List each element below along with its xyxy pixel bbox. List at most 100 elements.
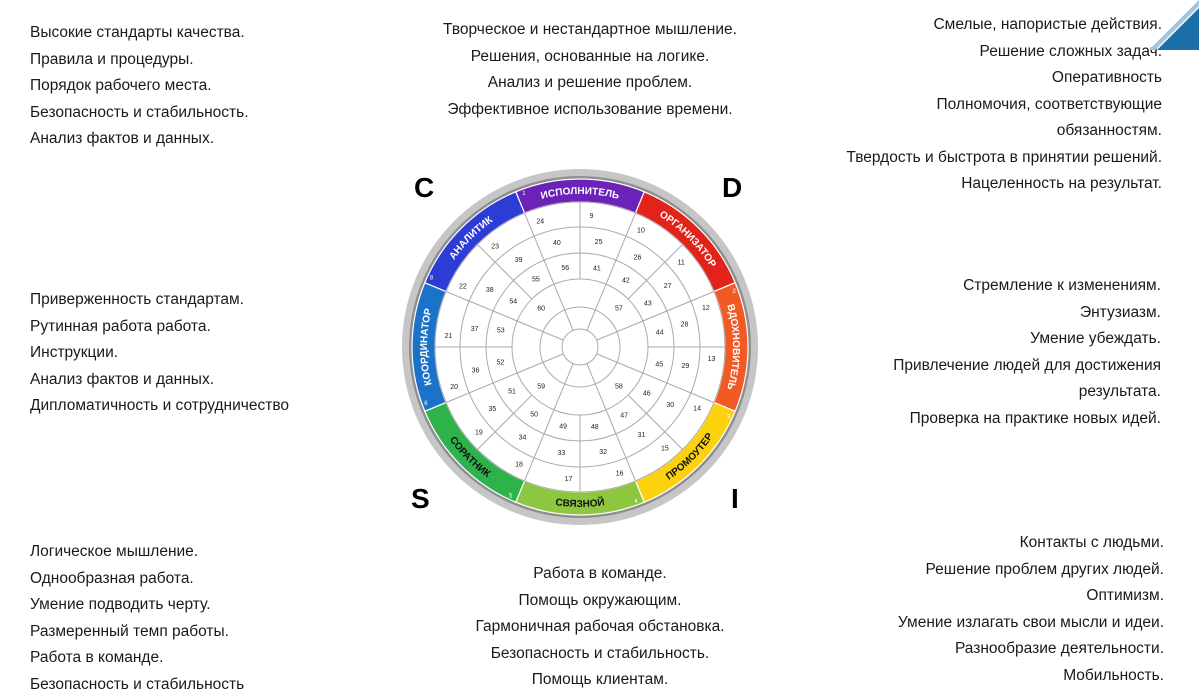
text-line: Эффективное использование времени. xyxy=(415,97,765,124)
text-line: Инструкции. xyxy=(30,340,289,367)
text-line: результата. xyxy=(893,379,1161,406)
number-ring-outer: 24 xyxy=(536,219,544,226)
text-line: Энтузиазм. xyxy=(893,300,1161,327)
number-ring-2: 28 xyxy=(681,321,689,328)
number-ring-outer: 23 xyxy=(491,243,499,250)
number-ring-outer: 10 xyxy=(637,227,645,234)
number-ring-3: 55 xyxy=(532,277,540,284)
number-ring-2: 25 xyxy=(595,239,603,246)
text-line: Твердость и быстрота в принятии решений. xyxy=(846,145,1162,172)
number-ring-2: 26 xyxy=(634,254,642,261)
number-ring-2: 33 xyxy=(558,450,566,457)
number-ring-2: 29 xyxy=(681,363,689,370)
text-line: Нацеленность на результат. xyxy=(846,171,1162,198)
text-line: Порядок рабочего места. xyxy=(30,73,249,100)
number-ring-inner: 59 xyxy=(537,383,545,390)
number-ring-outer: 18 xyxy=(515,462,523,469)
text-line: Размеренный темп работы. xyxy=(30,619,244,646)
number-ring-outer: 21 xyxy=(445,333,453,340)
number-ring-3: 56 xyxy=(561,265,569,272)
number-ring-3: 51 xyxy=(508,389,516,396)
number-ring-3: 42 xyxy=(622,278,630,285)
number-ring-outer: 14 xyxy=(693,405,701,412)
number-ring-inner: 60 xyxy=(537,306,545,313)
text-line: Стремление к изменениям. xyxy=(893,273,1161,300)
mid-left-text: Приверженность стандартам.Рутинная работ… xyxy=(30,287,289,420)
text-line: Умение подводить черту. xyxy=(30,592,244,619)
text-line: Анализ фактов и данных. xyxy=(30,367,289,394)
text-line: Умение убеждать. xyxy=(893,326,1161,353)
top-center-text: Творческое и нестандартное мышление.Реше… xyxy=(415,17,765,123)
text-line: Однообразная работа. xyxy=(30,566,244,593)
number-ring-outer: 17 xyxy=(565,476,573,483)
text-line: Привлечение людей для достижения xyxy=(893,353,1161,380)
top-right-text: Смелые, напористые действия.Решение слож… xyxy=(846,12,1162,198)
text-line: Работа в команде. xyxy=(430,561,770,588)
number-ring-3: 54 xyxy=(509,299,517,306)
corner-decoration xyxy=(1139,0,1199,50)
number-ring-2: 34 xyxy=(519,435,527,442)
text-line: Высокие стандарты качества. xyxy=(30,20,249,47)
number-ring-outer: 22 xyxy=(459,284,467,291)
text-line: Безопасность и стабильность. xyxy=(430,641,770,668)
number-ring-3: 45 xyxy=(655,361,663,368)
text-line: Смелые, напористые действия. xyxy=(846,12,1162,39)
text-line: Безопасность и стабильность. xyxy=(30,100,249,127)
bottom-center-text: Работа в команде.Помощь окружающим.Гармо… xyxy=(430,561,770,694)
bottom-left-text: Логическое мышление.Однообразная работа.… xyxy=(30,539,244,698)
text-line: Работа в команде. xyxy=(30,645,244,672)
text-line: Помощь клиентам. xyxy=(430,667,770,694)
text-line: Оптимизм. xyxy=(898,583,1164,610)
text-line: Анализ фактов и данных. xyxy=(30,126,249,153)
text-line: Безопасность и стабильность xyxy=(30,672,244,698)
number-ring-2: 39 xyxy=(515,257,523,264)
text-line: обязанностям. xyxy=(846,118,1162,145)
number-ring-outer: 13 xyxy=(708,356,716,363)
text-line: Контакты с людьми. xyxy=(898,530,1164,557)
number-ring-2: 40 xyxy=(553,240,561,247)
mid-right-text: Стремление к изменениям.Энтузиазм.Умение… xyxy=(893,273,1161,432)
number-ring-outer: 19 xyxy=(475,429,483,436)
number-ring-3: 43 xyxy=(644,300,652,307)
text-line: Рутинная работа работа. xyxy=(30,314,289,341)
number-ring-3: 44 xyxy=(656,330,664,337)
text-line: Правила и процедуры. xyxy=(30,47,249,74)
text-line: Мобильность. xyxy=(898,663,1164,690)
number-ring-outer: 11 xyxy=(677,260,684,267)
text-line: Логическое мышление. xyxy=(30,539,244,566)
number-ring-outer: 16 xyxy=(616,470,624,477)
number-ring-3: 48 xyxy=(591,424,599,431)
number-ring-3: 50 xyxy=(530,411,538,418)
top-left-text: Высокие стандарты качества.Правила и про… xyxy=(30,20,249,153)
text-line: Гармоничная рабочая обстановка. xyxy=(430,614,770,641)
text-line: Полномочия, соответствующие xyxy=(846,92,1162,119)
number-ring-2: 30 xyxy=(666,402,674,409)
number-ring-inner: 58 xyxy=(615,383,623,390)
number-ring-3: 53 xyxy=(497,328,505,335)
number-ring-outer: 20 xyxy=(450,384,458,391)
number-ring-outer: 15 xyxy=(661,446,669,453)
number-ring-3: 41 xyxy=(593,265,601,272)
text-line: Анализ и решение проблем. xyxy=(415,70,765,97)
text-line: Дипломатичность и сотрудничество xyxy=(30,393,289,420)
number-ring-2: 36 xyxy=(472,368,480,375)
text-line: Помощь окружающим. xyxy=(430,588,770,615)
number-ring-2: 35 xyxy=(488,406,496,413)
number-ring-3: 52 xyxy=(496,359,504,366)
disc-wheel: ИСПОЛНИТЕЛЬ1ОРГАНИЗАТОРВДОХНОВИТЕЛЬ2ПРОМ… xyxy=(385,152,775,542)
number-ring-2: 32 xyxy=(599,449,607,456)
text-line: Творческое и нестандартное мышление. xyxy=(415,17,765,44)
number-ring-3: 49 xyxy=(559,424,567,431)
number-ring-3: 47 xyxy=(620,412,628,419)
number-ring-3: 46 xyxy=(643,390,651,397)
number-ring-outer: 9 xyxy=(590,213,594,220)
number-ring-inner: 57 xyxy=(615,306,623,313)
bottom-right-text: Контакты с людьми.Решение проблем других… xyxy=(898,530,1164,689)
text-line: Решение сложных задач. xyxy=(846,39,1162,66)
text-line: Умение излагать свои мысли и идеи. xyxy=(898,610,1164,637)
number-ring-2: 27 xyxy=(664,283,672,290)
text-line: Решение проблем других людей. xyxy=(898,557,1164,584)
number-ring-2: 31 xyxy=(637,432,645,439)
text-line: Оперативность xyxy=(846,65,1162,92)
number-ring-2: 37 xyxy=(471,326,479,333)
